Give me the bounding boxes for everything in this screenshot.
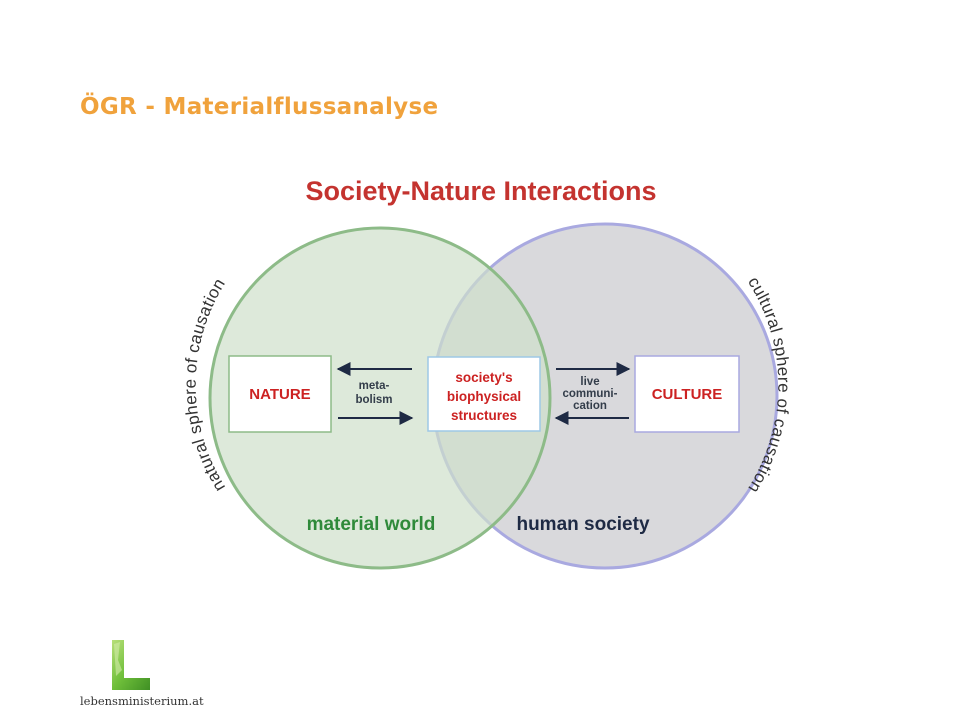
culture-box <box>634 355 740 433</box>
diagram-title: Society-Nature Interactions <box>305 176 656 206</box>
culture-box-label: CULTURE <box>652 386 723 403</box>
material-world-label: material world <box>307 514 436 535</box>
nature-box <box>228 355 332 433</box>
logo-text: lebensministerium.at <box>80 694 204 708</box>
material-world-circle <box>208 226 552 570</box>
center-box-line-3: structures <box>451 408 517 423</box>
communication-label-1: live <box>580 376 599 388</box>
lebensministerium-logo-icon <box>112 640 150 690</box>
communication-label-2: communi- <box>563 388 618 400</box>
center-box-line-2: biophysical <box>447 389 521 404</box>
slide-title: ÖGR - Materialflussanalyse <box>80 94 439 120</box>
metabolism-label-1: meta- <box>359 380 390 392</box>
communication-label-3: cation <box>573 400 607 412</box>
metabolism-label-2: bolism <box>355 394 392 406</box>
nature-box-label: NATURE <box>249 386 310 403</box>
center-box <box>427 356 541 432</box>
center-box-line-1: society's <box>455 370 512 385</box>
human-society-label: human society <box>516 514 649 535</box>
